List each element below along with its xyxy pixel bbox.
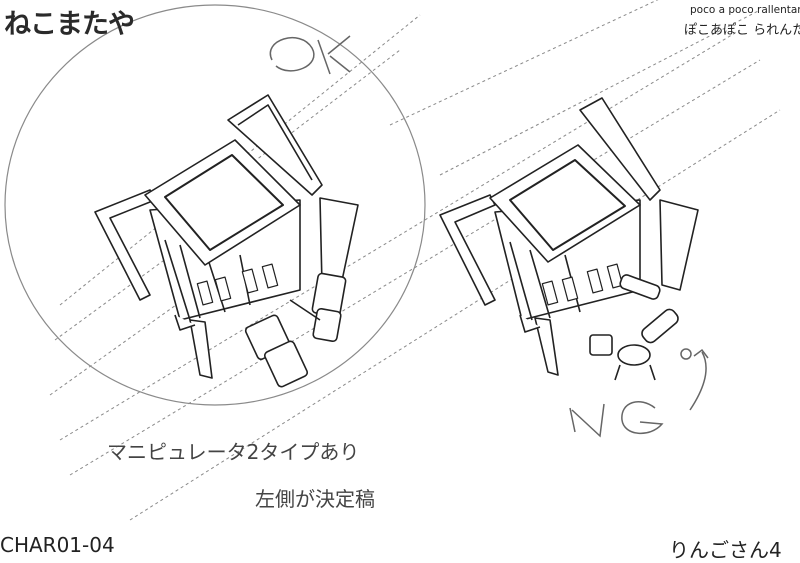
author-label: りんごさん4 <box>669 538 782 562</box>
design-note-line-1: マニピュレータ2タイプあり <box>107 440 360 464</box>
brand-tagline: poco a poco rallentando <box>690 4 800 16</box>
ng-handwriting <box>569 348 709 438</box>
studio-logo-text: ねこまたや <box>4 9 135 40</box>
robot-left <box>94 94 359 388</box>
ok-handwriting <box>269 35 351 75</box>
robot-right <box>439 97 699 381</box>
sheet-id-label: CHAR01-04 <box>0 533 115 557</box>
selection-circle <box>4 4 426 406</box>
design-note-line-2: 左側が決定稿 <box>255 487 375 511</box>
brand-tagline-kana: ぽこあぽこ られんたんど <box>684 23 800 38</box>
